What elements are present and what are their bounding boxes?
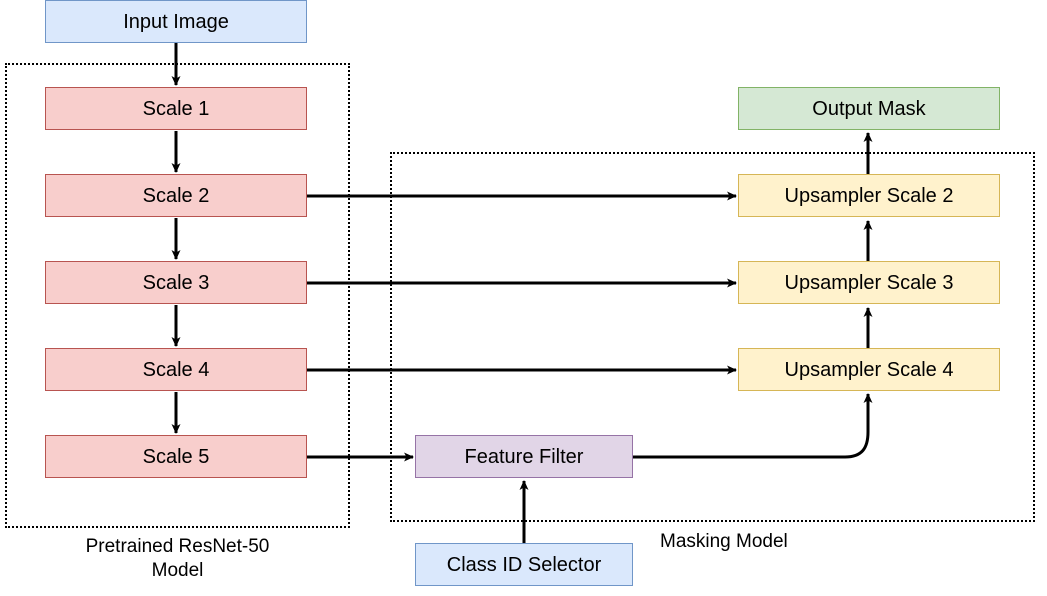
node-scale-2[interactable]: Scale 2 <box>45 174 307 217</box>
node-upsampler-scale-4-label: Upsampler Scale 4 <box>784 358 954 381</box>
node-feature-filter-label: Feature Filter <box>464 445 584 468</box>
node-feature-filter[interactable]: Feature Filter <box>415 435 633 478</box>
node-scale-1-label: Scale 1 <box>142 97 210 120</box>
node-scale-5[interactable]: Scale 5 <box>45 435 307 478</box>
node-scale-4[interactable]: Scale 4 <box>45 348 307 391</box>
node-input-image-label: Input Image <box>123 10 229 33</box>
group-label-masking-model: Masking Model <box>660 531 788 552</box>
node-scale-3-label: Scale 3 <box>142 271 210 294</box>
node-class-id-selector-label: Class ID Selector <box>446 553 602 576</box>
node-upsampler-scale-2-label: Upsampler Scale 2 <box>784 184 954 207</box>
node-output-mask[interactable]: Output Mask <box>738 87 1000 130</box>
node-scale-4-label: Scale 4 <box>142 358 210 381</box>
node-scale-5-label: Scale 5 <box>142 445 210 468</box>
node-class-id-selector[interactable]: Class ID Selector <box>415 543 633 586</box>
node-scale-2-label: Scale 2 <box>142 184 210 207</box>
node-input-image[interactable]: Input Image <box>45 0 307 43</box>
node-scale-1[interactable]: Scale 1 <box>45 87 307 130</box>
node-upsampler-scale-3-label: Upsampler Scale 3 <box>784 271 954 294</box>
node-upsampler-scale-2[interactable]: Upsampler Scale 2 <box>738 174 1000 217</box>
edge-feature-filter-to-upsampler4 <box>633 393 873 459</box>
group-label-pretrained-resnet: Pretrained ResNet-50 Model <box>85 536 270 581</box>
node-output-mask-label: Output Mask <box>812 97 926 120</box>
node-scale-3[interactable]: Scale 3 <box>45 261 307 304</box>
node-upsampler-scale-4[interactable]: Upsampler Scale 4 <box>738 348 1000 391</box>
node-upsampler-scale-3[interactable]: Upsampler Scale 3 <box>738 261 1000 304</box>
